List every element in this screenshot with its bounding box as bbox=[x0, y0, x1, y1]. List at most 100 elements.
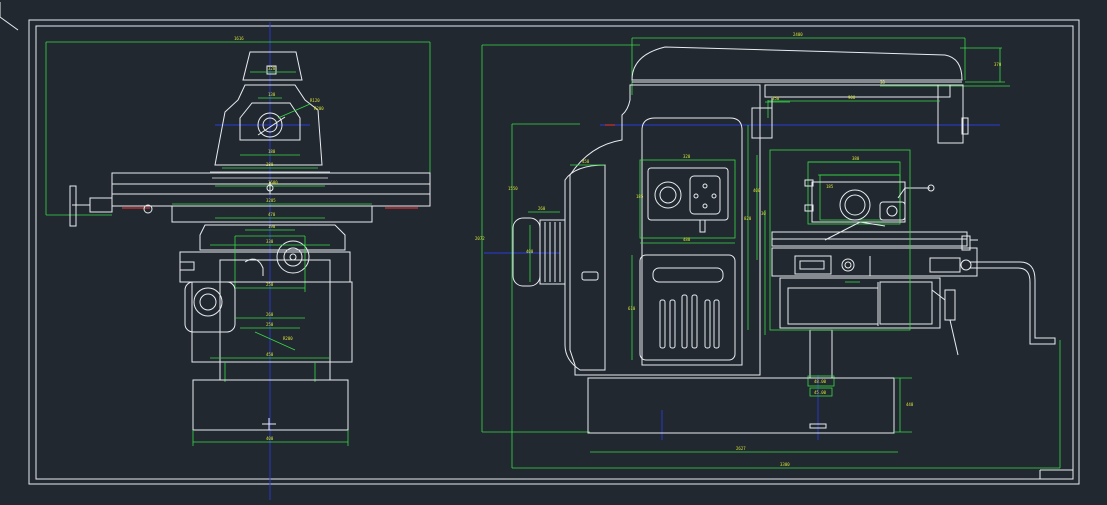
side-view: 1616 320 130 R120 R200 180 280 1600 bbox=[45, 22, 431, 500]
table-lock-knob[interactable] bbox=[143, 204, 153, 214]
svg-text:185: 185 bbox=[826, 184, 834, 189]
dim-column-diag bbox=[254, 331, 296, 351]
svg-text:450: 450 bbox=[266, 352, 274, 357]
svg-text:2072: 2072 bbox=[475, 236, 485, 241]
svg-text:440: 440 bbox=[906, 402, 914, 407]
table-feed-housing bbox=[89, 197, 113, 213]
svg-text:190: 190 bbox=[268, 224, 276, 229]
svg-text:250: 250 bbox=[266, 282, 274, 287]
sheet-border-inner bbox=[35, 25, 1074, 480]
spindle-nose bbox=[751, 107, 773, 139]
front-view: 2072 1550 3300 2627 2400 370 38 900 350 bbox=[475, 32, 1061, 469]
svg-text:450: 450 bbox=[582, 159, 590, 164]
knee-motor bbox=[787, 287, 879, 325]
svg-text:280: 280 bbox=[266, 162, 274, 167]
svg-text:330: 330 bbox=[266, 239, 274, 244]
cabinet-handle[interactable] bbox=[652, 267, 724, 283]
knee-motor-box bbox=[779, 277, 941, 329]
svg-text:260: 260 bbox=[266, 312, 274, 317]
svg-text:350: 350 bbox=[772, 96, 780, 101]
svg-text:250: 250 bbox=[266, 322, 274, 327]
dim-panel-outline bbox=[639, 159, 736, 239]
feed-lever[interactable] bbox=[897, 187, 930, 199]
svg-text:3300: 3300 bbox=[780, 462, 790, 467]
dim-spindle-dia-leader bbox=[277, 103, 311, 119]
table-arm bbox=[824, 221, 886, 241]
sheet-border-outer bbox=[28, 19, 1080, 485]
table-center-knob bbox=[266, 184, 274, 192]
svg-text:2400: 2400 bbox=[793, 32, 803, 37]
svg-text:370: 370 bbox=[994, 62, 1002, 67]
saddle-panel bbox=[794, 255, 832, 275]
overarm-rail bbox=[764, 84, 951, 98]
dim-leadscrew-top bbox=[807, 375, 835, 387]
side-vent bbox=[581, 271, 599, 281]
elevating-screw bbox=[809, 329, 833, 379]
svg-text:45.00: 45.00 bbox=[814, 390, 827, 395]
edge-marker-diag bbox=[0, 16, 19, 31]
dim-overall-width-text: 1616 bbox=[234, 36, 244, 41]
feed-switch[interactable] bbox=[879, 201, 906, 221]
ram-head-cap bbox=[266, 65, 277, 75]
overarm-ram bbox=[631, 46, 963, 81]
svg-text:400: 400 bbox=[526, 249, 534, 254]
svg-text:30: 30 bbox=[761, 211, 766, 216]
electrical-cabinet bbox=[639, 254, 736, 361]
spindle-outer bbox=[257, 112, 283, 138]
machine-base-side bbox=[192, 379, 349, 431]
handwheel-crank bbox=[69, 185, 77, 227]
speed-dial[interactable] bbox=[654, 181, 682, 209]
crank-handle[interactable] bbox=[970, 261, 1056, 345]
svg-text:820: 820 bbox=[744, 216, 752, 221]
svg-text:380: 380 bbox=[852, 156, 860, 161]
machine-base-front bbox=[587, 377, 895, 434]
svg-text:48.00: 48.00 bbox=[814, 379, 827, 384]
svg-text:3205: 3205 bbox=[266, 198, 276, 203]
motor-fins bbox=[539, 219, 566, 285]
spindle-box bbox=[239, 102, 301, 141]
knee-gearbox bbox=[879, 281, 933, 325]
column-main bbox=[569, 84, 761, 376]
knee-lever[interactable] bbox=[244, 258, 264, 276]
column-lower bbox=[191, 281, 353, 363]
svg-text:R120: R120 bbox=[310, 98, 320, 103]
svg-text:185: 185 bbox=[636, 194, 644, 199]
svg-text:260: 260 bbox=[538, 206, 546, 211]
svg-text:400: 400 bbox=[266, 436, 274, 441]
svg-text:R200: R200 bbox=[314, 106, 324, 111]
table-saddle bbox=[171, 205, 373, 223]
svg-text:2627: 2627 bbox=[736, 446, 746, 451]
svg-text:180: 180 bbox=[268, 149, 276, 154]
svg-text:1600: 1600 bbox=[268, 180, 278, 185]
svg-text:320: 320 bbox=[268, 66, 276, 71]
column-side-cover bbox=[564, 164, 606, 371]
dim-head-region bbox=[769, 149, 911, 331]
svg-text:480: 480 bbox=[683, 237, 691, 242]
speed-gearbox-panel bbox=[647, 167, 729, 221]
spindle-bore bbox=[262, 117, 278, 133]
arbor-support bbox=[937, 84, 964, 144]
svg-text:1550: 1550 bbox=[508, 186, 518, 191]
svg-text:130: 130 bbox=[268, 92, 276, 97]
knee-top-body bbox=[199, 224, 346, 251]
svg-text:400: 400 bbox=[753, 188, 761, 193]
base-drain-front bbox=[809, 423, 827, 429]
knee-handwheel-front[interactable] bbox=[944, 289, 956, 321]
saddle-knob[interactable] bbox=[841, 258, 855, 272]
knee-handwheel[interactable] bbox=[276, 240, 310, 274]
svg-text:470: 470 bbox=[268, 212, 276, 217]
table-feed-head bbox=[811, 181, 906, 223]
feed-gear-dial[interactable] bbox=[839, 189, 871, 221]
motor-flange bbox=[193, 287, 223, 317]
knee-gear-box bbox=[179, 251, 351, 283]
spindle-housing bbox=[214, 84, 323, 166]
svg-text:R200: R200 bbox=[283, 336, 293, 341]
dim-leadscrew-mid bbox=[809, 387, 833, 397]
svg-text:610: 610 bbox=[628, 306, 636, 311]
knee-lock bbox=[179, 261, 195, 271]
svg-text:900: 900 bbox=[848, 95, 856, 100]
speed-selector[interactable] bbox=[689, 175, 721, 215]
column-door bbox=[641, 117, 743, 366]
